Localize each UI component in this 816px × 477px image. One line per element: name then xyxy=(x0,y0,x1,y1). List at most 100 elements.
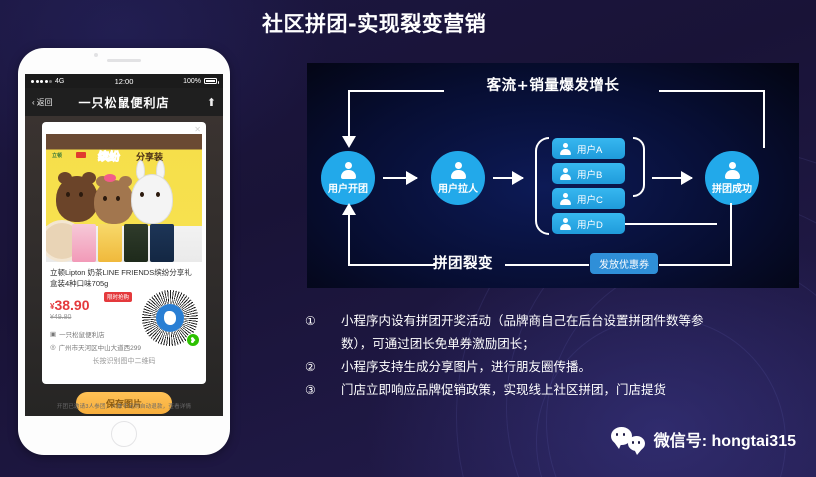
person-icon xyxy=(560,192,571,205)
signal-icon xyxy=(31,79,52,83)
node-label: 用户开团 xyxy=(328,183,368,195)
list-text-line1: 门店立即响应品牌促销政策，实现线上社区拼团，门店提货 xyxy=(341,383,667,398)
flow-line-top-left xyxy=(348,90,444,92)
back-button[interactable]: ‹ 返回 xyxy=(32,97,53,108)
back-label: 返回 xyxy=(36,97,53,107)
status-bar: 4G 12:00 100% xyxy=(25,74,223,88)
node-user-start-group[interactable]: 用户开团 xyxy=(321,151,375,205)
product-badge xyxy=(76,152,86,158)
flow-line-top-right xyxy=(659,90,765,92)
shop-icon: ▣ xyxy=(50,331,57,338)
node-user-invite[interactable]: 用户拉人 xyxy=(431,151,485,205)
share-card: ✕ 立顿 缤纷 分享装 xyxy=(42,122,206,384)
network-label: 4G xyxy=(55,77,65,85)
shop-address: 广州市天河区中山大道西299 xyxy=(58,345,142,352)
screen-content: ✕ 立顿 缤纷 分享装 xyxy=(25,116,223,416)
diagram-header: 客流+销量爆发增长 xyxy=(486,78,620,94)
chevron-left-icon: ‹ xyxy=(32,97,35,107)
brown-bear-icon xyxy=(56,176,98,222)
phone-camera-icon xyxy=(94,53,98,57)
node-label: 拼团成功 xyxy=(712,183,752,195)
person-icon xyxy=(560,217,571,230)
product-packs xyxy=(72,224,174,262)
diagram-bottom-label: 拼团裂变 xyxy=(433,256,493,272)
user-box-b[interactable]: 用户B xyxy=(552,163,625,184)
bow-icon xyxy=(104,174,116,182)
bear-ear-icon xyxy=(96,176,109,187)
flow-line-user-d xyxy=(625,223,717,225)
list-item: ③ 门店立即响应品牌促销政策，实现线上社区拼团，门店提货 xyxy=(305,379,805,402)
phone-mockup: 4G 12:00 100% ‹ 返回 一只松鼠便利店 ⬆ ✕ 立顿 缤纷 xyxy=(18,48,230,455)
flow-arrow-3 xyxy=(652,171,693,185)
qr-code[interactable]: ❥ xyxy=(142,290,200,347)
close-icon[interactable]: ✕ xyxy=(194,125,201,134)
flow-line-right-down xyxy=(763,90,765,148)
flow-line-success-down xyxy=(730,203,732,266)
choco-bear-icon xyxy=(94,180,134,224)
user-label: 用户C xyxy=(577,194,603,206)
price-value: 38.90 xyxy=(54,297,90,313)
qr-hint-text: 长按识别图中二维码 xyxy=(92,358,156,365)
battery-percent: 100% xyxy=(183,77,201,85)
currency-symbol: ¥ xyxy=(50,302,55,311)
flow-arrow-2 xyxy=(493,171,524,185)
person-icon xyxy=(340,161,357,179)
list-number: ② xyxy=(305,360,316,375)
wechat-logo-icon xyxy=(610,427,645,455)
person-icon xyxy=(560,142,571,155)
qr-core-icon xyxy=(156,304,184,332)
flow-line-bottom-left xyxy=(348,264,436,266)
user-label: 用户D xyxy=(577,219,603,231)
flow-line-left-down xyxy=(348,90,350,138)
product-title: 立顿Lipton 奶茶LINE FRIENDS缤纷分享礼盒装4种口味705g xyxy=(50,268,192,288)
product-brand-label: 立顿 xyxy=(52,153,63,159)
flow-arrow-down-left xyxy=(342,136,356,148)
person-icon xyxy=(560,167,571,180)
wechat-footer: 微信号: hongtai315 xyxy=(610,427,796,455)
person-icon xyxy=(450,161,467,179)
user-box-a[interactable]: 用户A xyxy=(552,138,625,159)
shop-name-row: ▣ 一只松鼠便利店 xyxy=(50,329,105,339)
price-row: ¥ 38.90 xyxy=(50,298,90,312)
location-icon: ◎ xyxy=(50,344,56,351)
shop-address-row: ◎ 广州市天河区中山大道西299 xyxy=(50,342,141,352)
original-price: ¥49.80 xyxy=(50,314,72,321)
list-text-line1: 小程序内设有拼团开奖活动（品牌商自己在后台设置拼团件数等参 xyxy=(341,314,704,328)
share-icon[interactable]: ⬆ xyxy=(206,96,216,109)
wechat-id-label: 微信号: hongtai315 xyxy=(653,433,796,450)
person-icon xyxy=(724,161,741,179)
flow-line-bottom-mid xyxy=(505,264,589,266)
nav-title: 一只松鼠便利店 xyxy=(78,95,170,110)
promo-badge: 限时抢购 xyxy=(104,292,133,302)
flow-arrow-1 xyxy=(383,171,418,185)
user-box-c[interactable]: 用户C xyxy=(552,188,625,209)
flow-line-bottom-right xyxy=(659,264,732,266)
list-text-line1: 小程序支持生成分享图片，进行朋友圈传播。 xyxy=(341,360,592,375)
coupon-button[interactable]: 发放优惠券 xyxy=(590,253,658,274)
list-text-line2: 数），可通过团长免单券激励团长； xyxy=(341,337,535,352)
shop-name: 一只松鼠便利店 xyxy=(59,332,105,339)
product-green-word: 缤纷 xyxy=(98,151,121,164)
cony-rabbit-icon xyxy=(131,174,173,224)
list-item: ① 小程序内设有拼团开奖活动（品牌商自己在后台设置拼团件数等参 数），可通过团长… xyxy=(305,310,805,356)
bear-ear-icon xyxy=(119,176,132,187)
status-time: 12:00 xyxy=(114,76,134,86)
phone-speaker xyxy=(107,59,141,62)
node-label: 用户拉人 xyxy=(438,183,478,195)
product-share-word: 分享装 xyxy=(136,152,164,162)
save-image-button[interactable]: 保存图片 xyxy=(76,392,172,414)
phone-screen: 4G 12:00 100% ‹ 返回 一只松鼠便利店 ⬆ ✕ 立顿 缤纷 xyxy=(25,74,223,416)
brace-right xyxy=(633,137,645,197)
node-group-success[interactable]: 拼团成功 xyxy=(705,151,759,205)
user-box-d[interactable]: 用户D xyxy=(552,213,625,234)
battery-icon xyxy=(204,78,219,84)
list-item: ② 小程序支持生成分享图片，进行朋友圈传播。 xyxy=(305,356,805,379)
flow-line-left-up xyxy=(348,213,350,265)
brace-left xyxy=(535,137,549,235)
page-title: 社区拼团-实现裂变营销 xyxy=(262,12,487,36)
phone-home-button[interactable] xyxy=(111,421,137,447)
list-number: ③ xyxy=(305,383,316,398)
footer-note: 开团已邀请3人参团，人数不足则自动退款，查看详情 xyxy=(56,404,192,410)
user-label: 用户A xyxy=(577,144,603,156)
feature-list: ① 小程序内设有拼团开奖活动（品牌商自己在后台设置拼团件数等参 数），可通过团长… xyxy=(305,310,805,403)
